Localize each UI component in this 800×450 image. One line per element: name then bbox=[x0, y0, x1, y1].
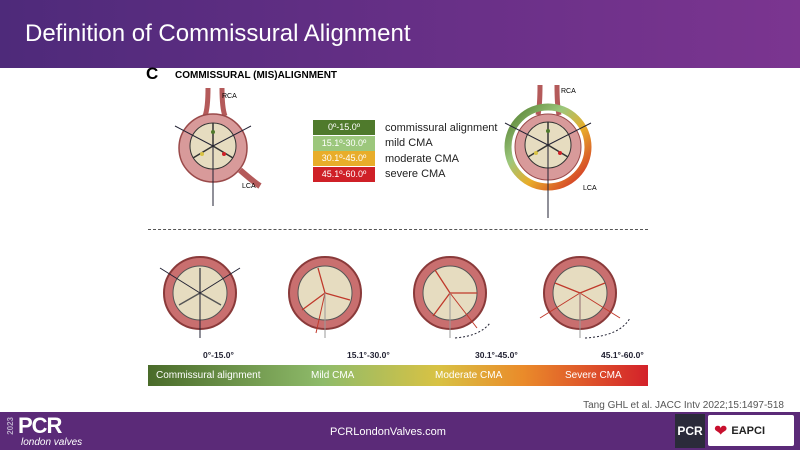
color-ring-valve-diagram: RCA LCA bbox=[504, 85, 597, 218]
pcr-logo-subtitle: london valves bbox=[21, 437, 83, 448]
scale-label: Severe CMA bbox=[565, 370, 622, 381]
legend-label: commissural alignment bbox=[385, 121, 498, 134]
pcr-small-logo: PCR bbox=[675, 414, 705, 448]
tavr-valve-mild bbox=[288, 256, 362, 338]
cma-legend: 0º-15.0º commissural alignment 15.1º-30.0… bbox=[313, 120, 497, 182]
legend-item: 30.1º-45.0º moderate CMA bbox=[313, 151, 497, 167]
footer: 2023 PCR london valves PCRLondonValves.c… bbox=[0, 412, 800, 450]
heart-icon: ❤ bbox=[714, 422, 728, 440]
legend-label: moderate CMA bbox=[385, 152, 459, 165]
legend-item: 15.1º-30.0º mild CMA bbox=[313, 135, 497, 152]
panel-letter: C bbox=[146, 64, 159, 83]
legend-range: 45.1º-60.0º bbox=[313, 166, 375, 182]
pcr-logo: PCR bbox=[18, 413, 62, 438]
scale-label: Mild CMA bbox=[311, 370, 355, 381]
angle-label: 45.1°-60.0° bbox=[601, 350, 644, 360]
slide-title: Definition of Commissural Alignment bbox=[25, 20, 411, 47]
rca-label: RCA bbox=[222, 93, 237, 100]
eapci-logo: ❤EAPCI bbox=[708, 415, 794, 446]
angle-label: 15.1°-30.0° bbox=[347, 350, 390, 360]
tavr-valve-aligned bbox=[159, 256, 241, 338]
legend-range: 15.1º-30.0º bbox=[313, 135, 375, 151]
cma-gradient-scale: Commissural alignment Mild CMA Moderate … bbox=[148, 365, 648, 386]
legend-item: 0º-15.0º commissural alignment bbox=[313, 120, 497, 136]
dashed-divider bbox=[148, 229, 648, 230]
legend-range: 30.1º-45.0º bbox=[313, 151, 375, 167]
legend-label: mild CMA bbox=[385, 137, 433, 150]
scale-label: Moderate CMA bbox=[435, 370, 503, 381]
lca-label: LCA bbox=[242, 183, 256, 190]
figure-title: COMMISSURAL (MIS)ALIGNMENT bbox=[175, 70, 338, 81]
angle-label: 30.1°-45.0° bbox=[475, 350, 518, 360]
citation: Tang GHL et al. JACC Intv 2022;15:1497-5… bbox=[583, 400, 784, 411]
legend-label: severe CMA bbox=[385, 168, 446, 181]
slide-header: Definition of Commissural Alignment bbox=[0, 0, 800, 68]
footer-year: 2023 bbox=[6, 417, 15, 435]
lca-label: LCA bbox=[583, 185, 597, 192]
legend-item: 45.1º-60.0º severe CMA bbox=[313, 166, 497, 183]
aligned-valve-diagram: RCA LCA bbox=[174, 88, 262, 206]
footer-url-link[interactable]: PCRLondonValves.com bbox=[330, 426, 446, 438]
eapci-logo-text: EAPCI bbox=[731, 424, 766, 437]
tavr-valve-moderate bbox=[413, 256, 491, 339]
tavr-valve-severe bbox=[539, 256, 631, 339]
rca-label: RCA bbox=[561, 88, 576, 95]
legend-range: 0º-15.0º bbox=[313, 120, 375, 136]
scale-label: Commissural alignment bbox=[156, 370, 261, 381]
angle-label: 0°-15.0° bbox=[203, 350, 234, 360]
